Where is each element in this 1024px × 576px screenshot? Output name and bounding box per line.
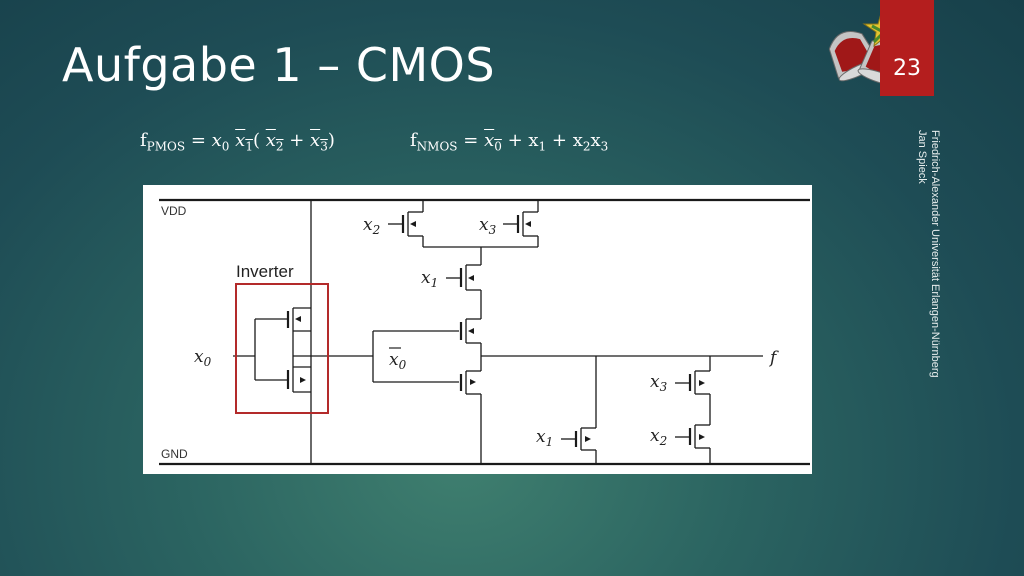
pmos-x2-label: x2 xyxy=(363,215,380,237)
x0bar-label: x0 xyxy=(389,350,407,372)
inverter-label: Inverter xyxy=(236,262,294,281)
cmos-circuit-svg: VDD GND Inverter x0 x0 f x2 x3 x1 x1 x3 … xyxy=(159,198,810,466)
page-number-box: 23 xyxy=(880,0,934,96)
formula-pmos: fPMOS = x0 x1( x2 + x3) xyxy=(140,130,335,154)
x0-input-label: x0 xyxy=(194,347,212,369)
formula-pmos-f: f xyxy=(140,130,147,151)
nmos-x2-label: x2 xyxy=(650,426,667,448)
formula-nmos-f: f xyxy=(410,130,417,151)
affiliation-sidebar: Friedrich-Alexander Universität Erlangen… xyxy=(905,130,941,420)
pmos-x3-label: x3 xyxy=(479,215,497,237)
vdd-label: VDD xyxy=(161,204,187,218)
nmos-x3-label: x3 xyxy=(650,372,668,394)
pmos-x1-label: x1 xyxy=(421,268,438,290)
cmos-circuit-diagram: VDD GND Inverter x0 x0 f x2 x3 x1 x1 x3 … xyxy=(143,185,812,474)
formula-nmos-sub: NMOS xyxy=(416,139,458,154)
transistor-markers xyxy=(295,221,705,442)
output-f-label: f xyxy=(768,348,779,368)
slide-title: Aufgabe 1 – CMOS xyxy=(62,38,496,92)
formula-nmos: fNMOS = x0 + x1 + x2x3 xyxy=(410,130,609,154)
affiliation-university: Friedrich-Alexander Universität Erlangen… xyxy=(929,130,941,378)
nmos-x1-label: x1 xyxy=(536,427,553,449)
page-number: 23 xyxy=(893,56,921,81)
formula-pmos-sub: PMOS xyxy=(146,139,186,154)
gnd-label: GND xyxy=(161,447,188,461)
affiliation-author: Jan Spieck xyxy=(916,130,928,184)
inverter-box xyxy=(235,283,329,414)
